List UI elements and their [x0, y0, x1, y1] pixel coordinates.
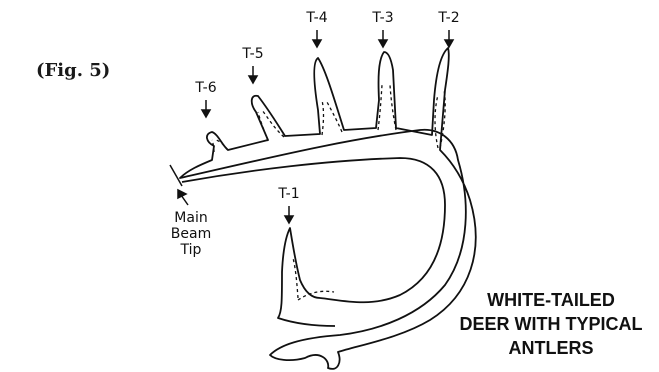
tine-base-dashes	[212, 85, 445, 300]
tine-label-t2: T-2	[429, 10, 469, 26]
tine-label-t4: T-4	[297, 10, 337, 26]
tine-arrows	[178, 30, 453, 223]
beam-inner-curve	[182, 158, 445, 326]
tine-label-t6: T-6	[186, 80, 226, 96]
diagram-title: WHITE-TAILED DEER WITH TYPICAL ANTLERS	[440, 288, 659, 360]
main-beam-tip-line-3: Tip	[166, 242, 216, 258]
title-line-3: ANTLERS	[440, 336, 659, 360]
antler-outline	[180, 48, 476, 369]
tine-label-t1: T-1	[269, 186, 309, 202]
main-beam-tip-line-1: Main	[166, 210, 216, 226]
tine-label-t3: T-3	[363, 10, 403, 26]
tine-label-t5: T-5	[233, 46, 273, 62]
main-beam-tip-label: Main Beam Tip	[166, 210, 216, 258]
title-line-1: WHITE-TAILED	[440, 288, 659, 312]
main-beam-tip-line-2: Beam	[166, 226, 216, 242]
title-line-2: DEER WITH TYPICAL	[440, 312, 659, 336]
main-beam-tip-tick	[170, 165, 182, 186]
